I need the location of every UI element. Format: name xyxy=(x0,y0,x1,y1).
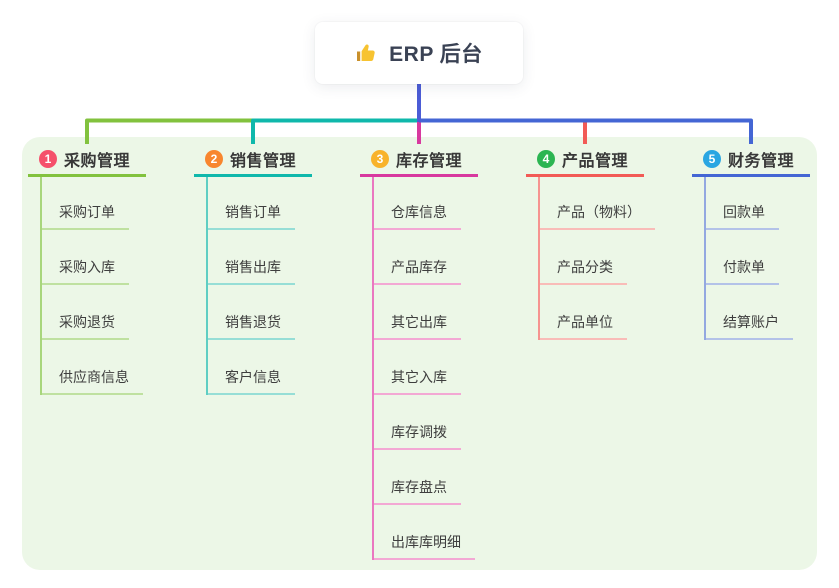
branch-product-header[interactable]: 4 产品管理 xyxy=(526,146,644,177)
mindmap-node[interactable]: 库存调拨 xyxy=(374,422,461,450)
mindmap-node[interactable]: 销售订单 xyxy=(208,202,295,230)
mindmap-node[interactable]: 采购退货 xyxy=(42,312,129,340)
mindmap-node[interactable]: 销售出库 xyxy=(208,257,295,285)
mindmap-node[interactable]: 结算账户 xyxy=(706,312,793,340)
mindmap-node[interactable]: 付款单 xyxy=(706,257,779,285)
branch-finance-header[interactable]: 5 财务管理 xyxy=(692,146,810,177)
branch-product: 4 产品管理 产品（物料） 产品分类 产品单位 xyxy=(526,146,676,340)
branch-purchase: 1 采购管理 采购订单 采购入库 采购退货 供应商信息 xyxy=(28,146,178,395)
mindmap-node[interactable]: 销售退货 xyxy=(208,312,295,340)
branch-finance-children: 回款单 付款单 结算账户 xyxy=(704,177,793,340)
mindmap-node[interactable]: 产品分类 xyxy=(540,257,627,285)
mindmap-node[interactable]: 供应商信息 xyxy=(42,367,143,395)
branch-label: 库存管理 xyxy=(396,152,463,170)
branch-label: 销售管理 xyxy=(230,152,297,170)
branch-inventory-children: 仓库信息 产品库存 其它出库 其它入库 库存调拨 库存盘点 出库库明细 xyxy=(372,177,475,560)
mindmap-node[interactable]: 采购入库 xyxy=(42,257,129,285)
branch-inventory-header[interactable]: 3 库存管理 xyxy=(360,146,478,177)
mindmap-node[interactable]: 其它出库 xyxy=(374,312,461,340)
branch-purchase-children: 采购订单 采购入库 采购退货 供应商信息 xyxy=(40,177,143,395)
mindmap-node[interactable]: 客户信息 xyxy=(208,367,295,395)
branch-sales-header[interactable]: 2 销售管理 xyxy=(194,146,312,177)
mindmap-node[interactable]: 仓库信息 xyxy=(374,202,461,230)
branch-label: 采购管理 xyxy=(64,152,131,170)
branch-finance: 5 财务管理 回款单 付款单 结算账户 xyxy=(692,146,839,340)
branch-number-badge: 2 xyxy=(205,149,223,168)
root-node-erp[interactable]: ERP 后台 xyxy=(315,22,523,84)
thumbs-up-icon xyxy=(357,44,375,61)
mindmap-node[interactable]: 其它入库 xyxy=(374,367,461,395)
branch-product-children: 产品（物料） 产品分类 产品单位 xyxy=(538,177,655,340)
branch-label: 财务管理 xyxy=(728,152,795,170)
branch-number-badge: 3 xyxy=(371,149,389,168)
branch-inventory: 3 库存管理 仓库信息 产品库存 其它出库 其它入库 库存调拨 库存盘点 出库库… xyxy=(360,146,510,560)
mindmap-node[interactable]: 产品库存 xyxy=(374,257,461,285)
mindmap-node[interactable]: 产品（物料） xyxy=(540,202,655,230)
root-node-label: ERP 后台 xyxy=(389,43,483,66)
mindmap-node[interactable]: 采购订单 xyxy=(42,202,129,230)
mindmap-node[interactable]: 回款单 xyxy=(706,202,779,230)
branch-label: 产品管理 xyxy=(562,152,629,170)
mindmap-node[interactable]: 产品单位 xyxy=(540,312,627,340)
mindmap-node[interactable]: 库存盘点 xyxy=(374,477,461,505)
mindmap-node[interactable]: 出库库明细 xyxy=(374,532,475,560)
branch-sales-children: 销售订单 销售出库 销售退货 客户信息 xyxy=(206,177,295,395)
branch-number-badge: 4 xyxy=(537,149,555,168)
branch-purchase-header[interactable]: 1 采购管理 xyxy=(28,146,146,177)
branch-number-badge: 1 xyxy=(39,149,57,168)
branch-sales: 2 销售管理 销售订单 销售出库 销售退货 客户信息 xyxy=(194,146,344,395)
mindmap-panel xyxy=(22,137,817,570)
branch-number-badge: 5 xyxy=(703,149,721,168)
